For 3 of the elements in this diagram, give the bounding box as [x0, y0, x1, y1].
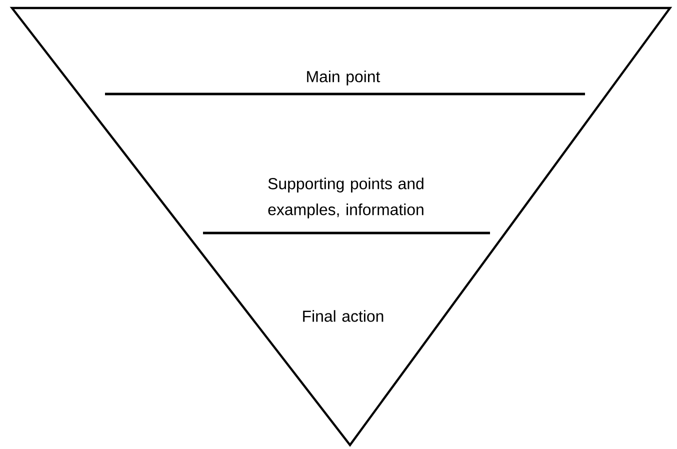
section-label: Supporting points and examples, information [268, 178, 424, 218]
section-label: Main point [307, 70, 380, 86]
section-label: Final action [303, 310, 384, 322]
